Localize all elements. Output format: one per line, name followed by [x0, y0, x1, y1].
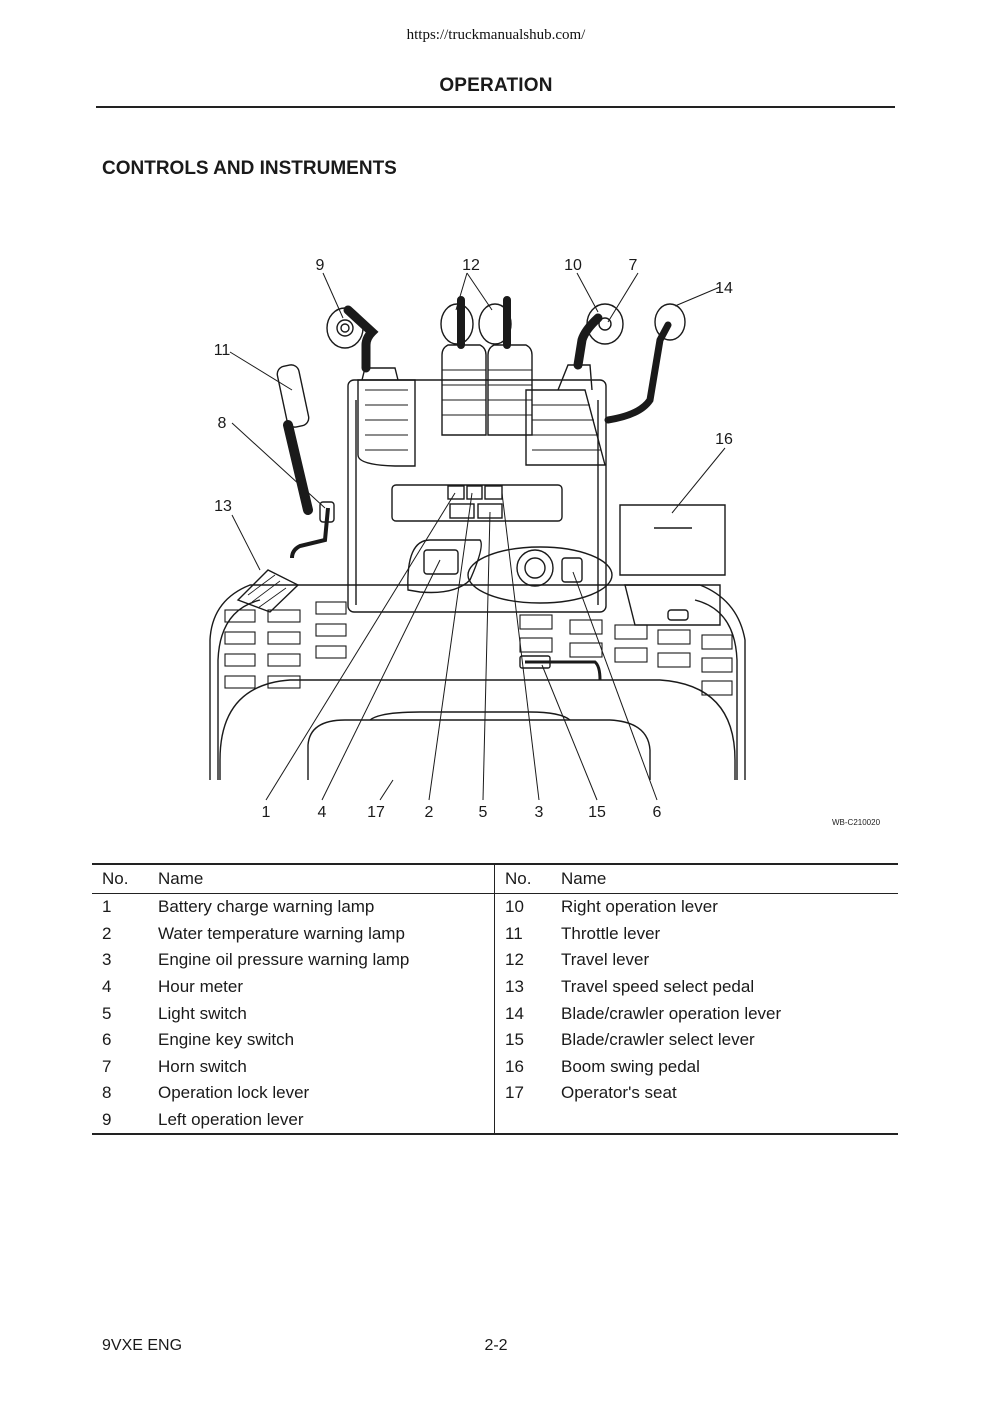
cell-no: 9 — [92, 1106, 148, 1136]
parts-table: No. Name No. Name 1 Battery charge warni… — [92, 863, 898, 1136]
callout-16: 16 — [715, 431, 733, 448]
table-row: 9 Left operation lever — [92, 1106, 898, 1136]
cell-name: Travel speed select pedal — [561, 977, 755, 997]
cell-name: Travel lever — [561, 950, 650, 970]
cell-name: Hour meter — [158, 977, 244, 997]
display-panel — [391, 484, 563, 522]
cell-name: Blade/crawler select lever — [561, 1030, 755, 1050]
callout-3: 3 — [535, 804, 544, 821]
header-rule — [96, 106, 895, 108]
cell-name: Throttle lever — [561, 923, 661, 943]
cell-name: Operator's seat — [561, 1083, 677, 1103]
callout-labels: 9 12 10 7 14 11 8 16 13 1 4 17 2 5 3 15 … — [214, 257, 733, 821]
figure-code: WB-C210020 — [832, 818, 881, 827]
floor-outline — [209, 584, 746, 780]
cell-name: Engine oil pressure warning lamp — [158, 950, 410, 970]
hour-meter-shape — [423, 549, 459, 575]
header-no-left: No. — [92, 863, 148, 894]
table-header-row: No. Name No. Name — [92, 863, 898, 894]
source-url[interactable]: https://truckmanualshub.com/ — [406, 27, 586, 43]
callout-2: 2 — [425, 804, 434, 821]
callout-12: 12 — [462, 257, 480, 274]
cell-name: Boom swing pedal — [561, 1056, 700, 1076]
section-title: OPERATION — [439, 75, 553, 96]
cell-name: Engine key switch — [158, 1030, 295, 1050]
cell-no: 12 — [494, 947, 551, 974]
travel-speed-pedal — [236, 569, 300, 613]
header-name-left: Name — [148, 863, 495, 894]
cell-no: 4 — [102, 977, 112, 997]
callout-6: 6 — [653, 804, 662, 821]
cell-no-empty — [494, 1106, 551, 1136]
cell-name: Blade/crawler operation lever — [561, 1003, 782, 1023]
table-row: 3 Engine oil pressure warning lamp 12 Tr… — [92, 947, 898, 974]
table-row: 5 Light switch 14 Blade/crawler operatio… — [92, 1000, 898, 1027]
cell-no: 6 — [102, 1030, 112, 1050]
table-row: 6 Engine key switch 15 Blade/crawler sel… — [92, 1026, 898, 1054]
cell-no: 2 — [102, 923, 112, 943]
callout-14: 14 — [715, 280, 733, 297]
cell-no: 7 — [102, 1056, 112, 1076]
footer-model: 9VXE ENG — [102, 1337, 183, 1354]
page-heading: CONTROLS AND INSTRUMENTS — [102, 158, 397, 179]
cell-name: Water temperature warning lamp — [158, 923, 405, 943]
controls-diagram: 9 12 10 7 14 11 8 16 13 1 4 17 2 5 3 15 … — [209, 257, 746, 821]
header-name-right: Name — [551, 863, 898, 894]
cell-no: 8 — [102, 1083, 112, 1103]
cell-name: Horn switch — [158, 1056, 247, 1076]
cell-no: 1 — [102, 897, 112, 917]
callout-9: 9 — [316, 257, 325, 274]
cell-no: 15 — [494, 1026, 551, 1054]
cell-name: Operation lock lever — [158, 1083, 310, 1103]
right-lever-knob — [586, 303, 624, 345]
seat-cushion — [307, 719, 651, 780]
callout-4: 4 — [318, 804, 327, 821]
footer-page-number: 2-2 — [484, 1337, 508, 1354]
callout-15: 15 — [588, 804, 606, 821]
cell-no: 10 — [494, 893, 551, 921]
cell-no: 3 — [102, 950, 112, 970]
table-row: 2 Water temperature warning lamp 11 Thro… — [92, 920, 898, 948]
cell-no: 5 — [102, 1003, 112, 1023]
floor-mat — [224, 601, 733, 696]
travel-levers — [440, 296, 533, 436]
cell-no: 11 — [494, 920, 551, 948]
throttle-knob — [276, 364, 310, 428]
callout-7: 7 — [629, 257, 638, 274]
callout-1: 1 — [262, 804, 271, 821]
cell-name-empty — [551, 1106, 898, 1136]
cell-no: 13 — [494, 973, 551, 1001]
callout-10: 10 — [564, 257, 582, 274]
cell-name: Light switch — [158, 1003, 247, 1023]
cell-no: 17 — [494, 1080, 551, 1107]
table-row: 8 Operation lock lever 17 Operator's sea… — [92, 1080, 898, 1107]
table-row: 4 Hour meter 13 Travel speed select peda… — [92, 973, 898, 1001]
blade-lever-knob — [654, 303, 686, 341]
callout-5: 5 — [479, 804, 488, 821]
cell-name: Battery charge warning lamp — [158, 897, 375, 917]
callout-8: 8 — [218, 415, 227, 432]
left-lever-knob — [326, 307, 364, 349]
boom-swing-pedal — [619, 504, 726, 576]
callout-11: 11 — [214, 342, 231, 359]
console-box — [347, 379, 607, 613]
cell-no: 16 — [494, 1053, 551, 1081]
header-no-right: No. — [494, 863, 551, 894]
callout-13: 13 — [214, 498, 232, 515]
seat-outline — [219, 679, 736, 780]
table-row: 1 Battery charge warning lamp 10 Right o… — [92, 893, 898, 921]
cell-name: Right operation lever — [561, 897, 718, 917]
cell-no: 14 — [494, 1000, 551, 1027]
table-row: 7 Horn switch 16 Boom swing pedal — [92, 1053, 898, 1081]
cell-name: Left operation lever — [148, 1106, 495, 1136]
callout-17: 17 — [367, 804, 385, 821]
